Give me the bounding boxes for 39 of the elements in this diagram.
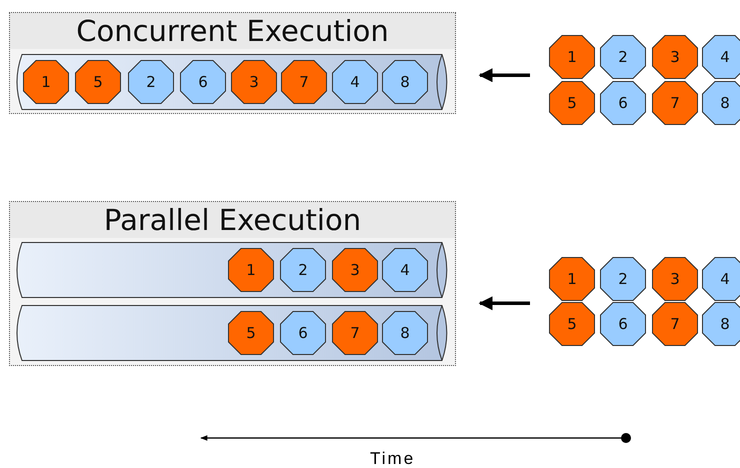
task-number: 3 [349, 261, 361, 279]
task-number: 7 [349, 324, 361, 342]
panel-background [9, 201, 456, 366]
task-number: 5 [245, 324, 257, 342]
task-number: 2 [617, 270, 629, 288]
task-number: 8 [399, 324, 411, 342]
task-number: 8 [399, 73, 411, 91]
task-number: 2 [297, 261, 309, 279]
task-number: 1 [566, 270, 578, 288]
task-number: 3 [669, 270, 681, 288]
task-number: 8 [719, 315, 731, 333]
task-number: 2 [145, 73, 157, 91]
panel-title: Parallel Execution [10, 202, 455, 238]
task-number: 6 [297, 324, 309, 342]
panel-title: Concurrent Execution [10, 13, 455, 49]
panel-background [9, 12, 456, 114]
task-number: 6 [197, 73, 209, 91]
task-number: 1 [245, 261, 257, 279]
task-number: 4 [349, 73, 361, 91]
task-number: 3 [248, 73, 260, 91]
arrow [478, 296, 530, 310]
task-number: 4 [719, 270, 731, 288]
task-number: 8 [719, 94, 731, 112]
arrow [478, 68, 530, 82]
task-number: 4 [399, 261, 411, 279]
task-number: 7 [298, 73, 310, 91]
task-number: 2 [617, 48, 629, 66]
task-number: 1 [40, 73, 52, 91]
task-number: 7 [669, 315, 681, 333]
task-number: 7 [669, 94, 681, 112]
task-number: 6 [617, 315, 629, 333]
task-number: 3 [669, 48, 681, 66]
task-number: 5 [92, 73, 104, 91]
task-number: 5 [566, 315, 578, 333]
task-number: 5 [566, 94, 578, 112]
task-number: 1 [566, 48, 578, 66]
axis-label: Time [370, 449, 416, 468]
task-number: 6 [617, 94, 629, 112]
task-number: 4 [719, 48, 731, 66]
